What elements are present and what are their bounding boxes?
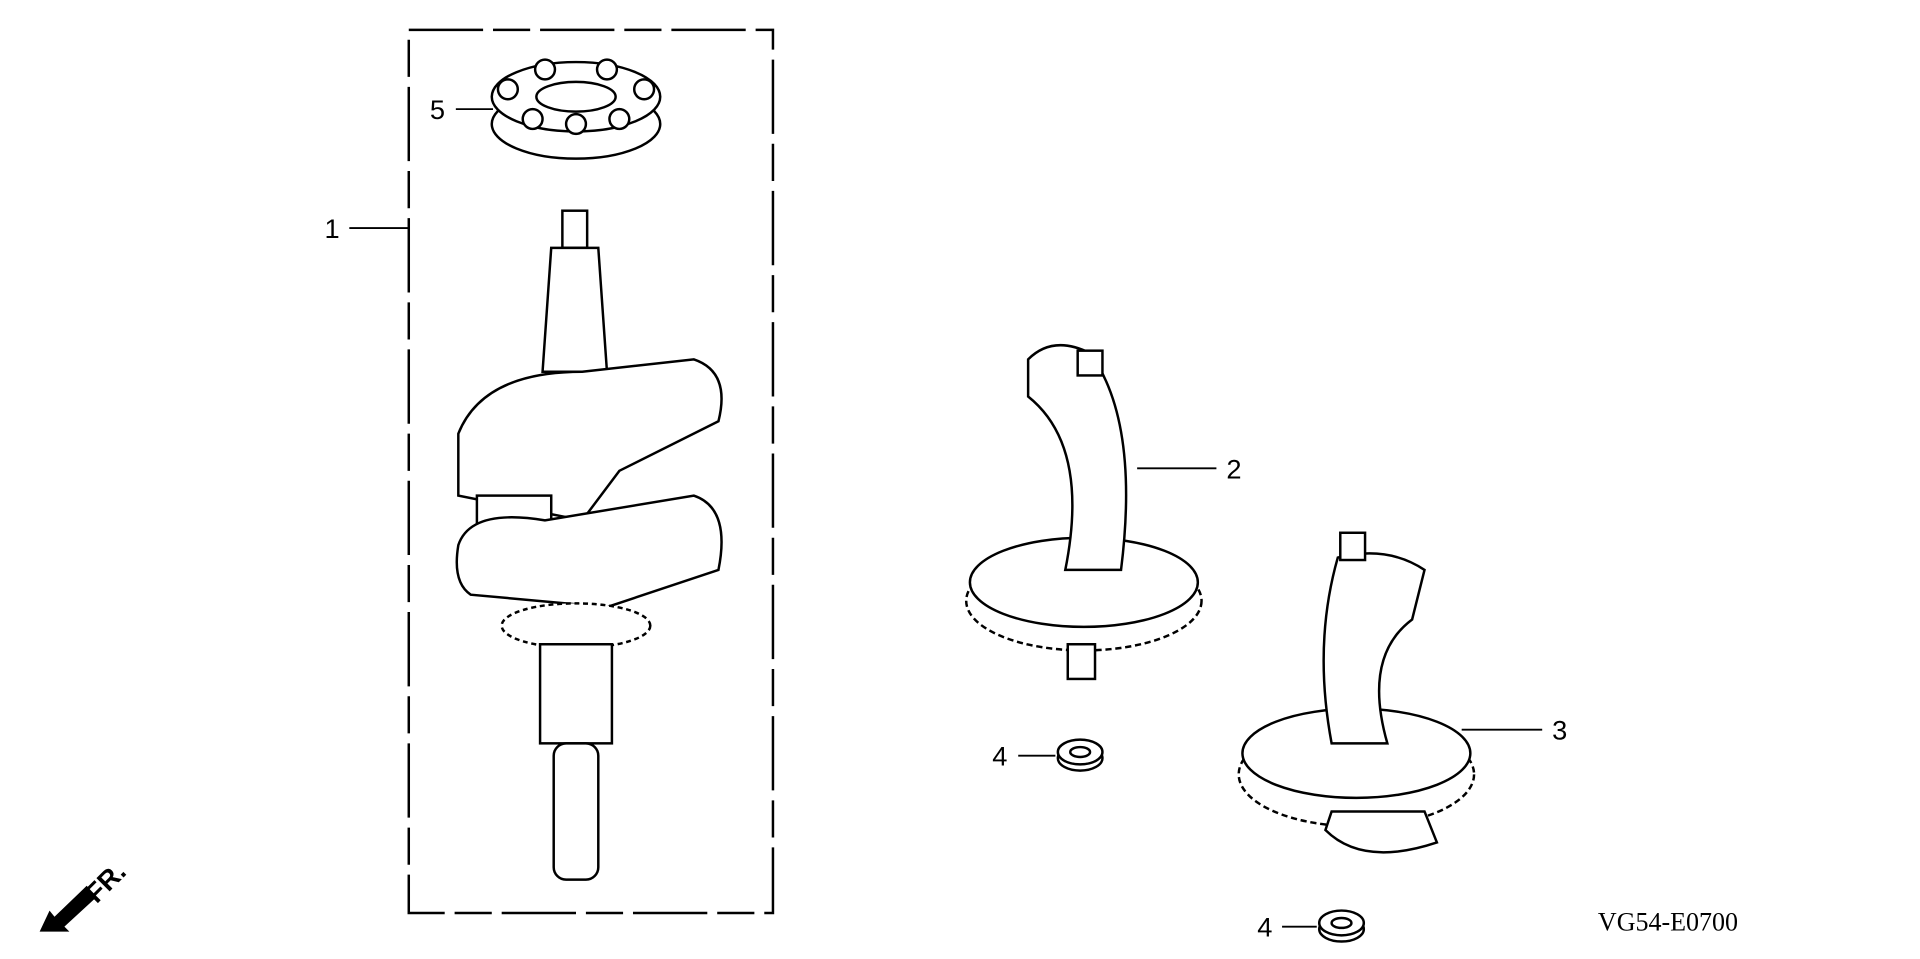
drawing-code: VG54-E0700	[1598, 907, 1738, 936]
washer-part-b	[1317, 909, 1366, 943]
crankshaft-part-3	[1237, 531, 1476, 854]
callout-3: 3	[1552, 715, 1567, 746]
callout-4b: 4	[1257, 912, 1272, 943]
callout-5: 5	[430, 94, 445, 125]
assembly-group-box	[407, 28, 775, 915]
callout-1: 1	[325, 213, 340, 244]
crankshaft-part-2	[964, 343, 1203, 681]
callout-4a: 4	[992, 741, 1007, 772]
front-direction-arrow-icon	[39, 885, 97, 932]
crankshaft-assembly-part	[455, 209, 723, 881]
callout-2: 2	[1226, 453, 1241, 484]
washer-part-a	[1056, 738, 1104, 772]
ball-bearing-part	[490, 58, 662, 160]
